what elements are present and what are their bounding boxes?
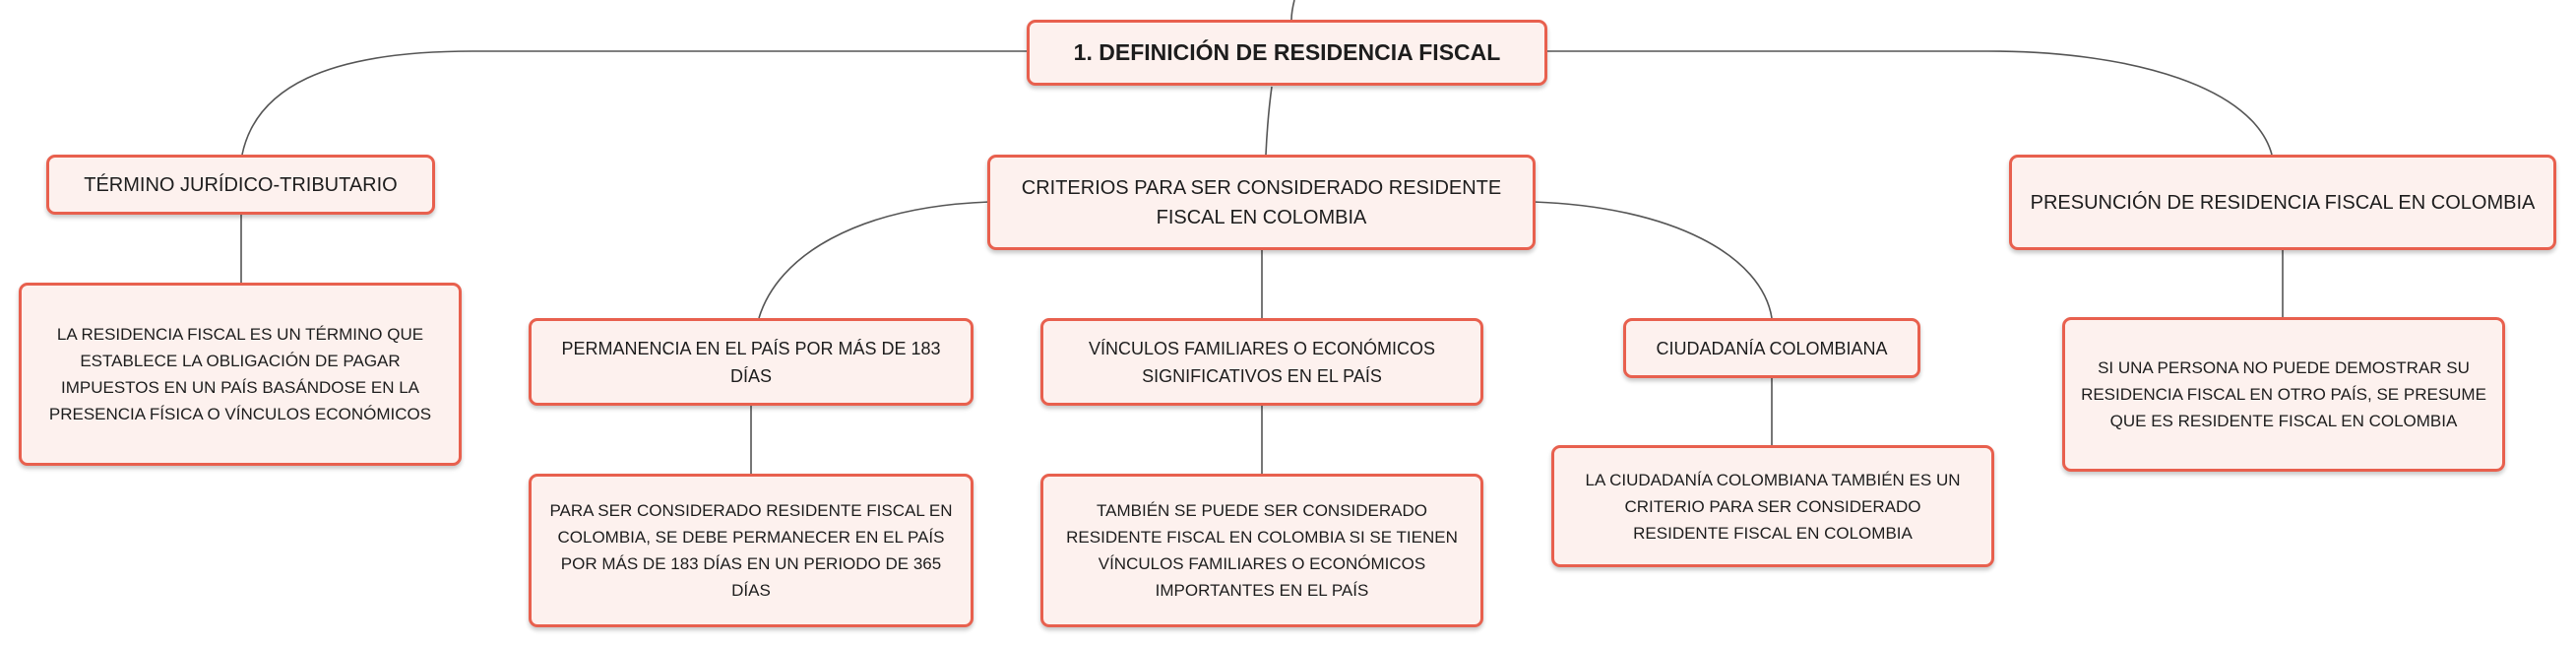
termino-label: TÉRMINO JURÍDICO-TRIBUTARIO: [84, 173, 398, 196]
presuncion-label: PRESUNCIÓN DE RESIDENCIA FISCAL EN COLOM…: [2030, 191, 2536, 214]
ciudadania-node[interactable]: CIUDADANÍA COLOMBIANA: [1623, 318, 1920, 378]
connector-parent-root: [1290, 0, 1295, 21]
vinculos-detail-node[interactable]: TAMBIÉN SE PUEDE SER CONSIDERADO RESIDEN…: [1040, 474, 1483, 627]
permanencia-node[interactable]: PERMANENCIA EN EL PAÍS POR MÁS DE 183 DÍ…: [529, 318, 974, 406]
presuncion-detail-text: SI UNA PERSONA NO PUEDE DEMOSTRAR SU RES…: [2081, 358, 2486, 430]
connector-criterios-permanencia: [758, 201, 990, 319]
vinculos-node[interactable]: VÍNCULOS FAMILIARES O ECONÓMICOS SIGNIFI…: [1040, 318, 1483, 406]
root-label: 1. DEFINICIÓN DE RESIDENCIA FISCAL: [1073, 39, 1501, 65]
ciudadania-detail-node[interactable]: LA CIUDADANÍA COLOMBIANA TAMBIÉN ES UN C…: [1551, 445, 1994, 567]
termino-node[interactable]: TÉRMINO JURÍDICO-TRIBUTARIO: [46, 155, 435, 215]
ciudadania-detail-text: LA CIUDADANÍA COLOMBIANA TAMBIÉN ES UN C…: [1585, 470, 1961, 543]
vinculos-label: VÍNCULOS FAMILIARES O ECONÓMICOS SIGNIFI…: [1088, 338, 1436, 386]
root-node[interactable]: 1. DEFINICIÓN DE RESIDENCIA FISCAL: [1027, 20, 1547, 86]
permanencia-label: PERMANENCIA EN EL PAÍS POR MÁS DE 183 DÍ…: [561, 338, 941, 386]
connector-root-criterios: [1265, 86, 1273, 156]
criterios-node[interactable]: CRITERIOS PARA SER CONSIDERADO RESIDENTE…: [987, 155, 1536, 250]
termino-detail-node[interactable]: LA RESIDENCIA FISCAL ES UN TÉRMINO QUE E…: [19, 283, 462, 466]
permanencia-detail-node[interactable]: PARA SER CONSIDERADO RESIDENTE FISCAL EN…: [529, 474, 974, 627]
presuncion-detail-node[interactable]: SI UNA PERSONA NO PUEDE DEMOSTRAR SU RES…: [2062, 317, 2505, 472]
presuncion-node[interactable]: PRESUNCIÓN DE RESIDENCIA FISCAL EN COLOM…: [2009, 155, 2556, 250]
ciudadania-label: CIUDADANÍA COLOMBIANA: [1656, 338, 1888, 358]
connector-criterios-ciudadania: [1533, 201, 1773, 319]
vinculos-detail-text: TAMBIÉN SE PUEDE SER CONSIDERADO RESIDEN…: [1066, 501, 1458, 600]
connector-root-presuncion: [1547, 50, 2273, 156]
permanencia-detail-text: PARA SER CONSIDERADO RESIDENTE FISCAL EN…: [549, 501, 953, 600]
criterios-label: CRITERIOS PARA SER CONSIDERADO RESIDENTE…: [1021, 176, 1502, 228]
connector-root-termino: [241, 50, 1027, 156]
termino-detail-text: LA RESIDENCIA FISCAL ES UN TÉRMINO QUE E…: [48, 325, 432, 423]
